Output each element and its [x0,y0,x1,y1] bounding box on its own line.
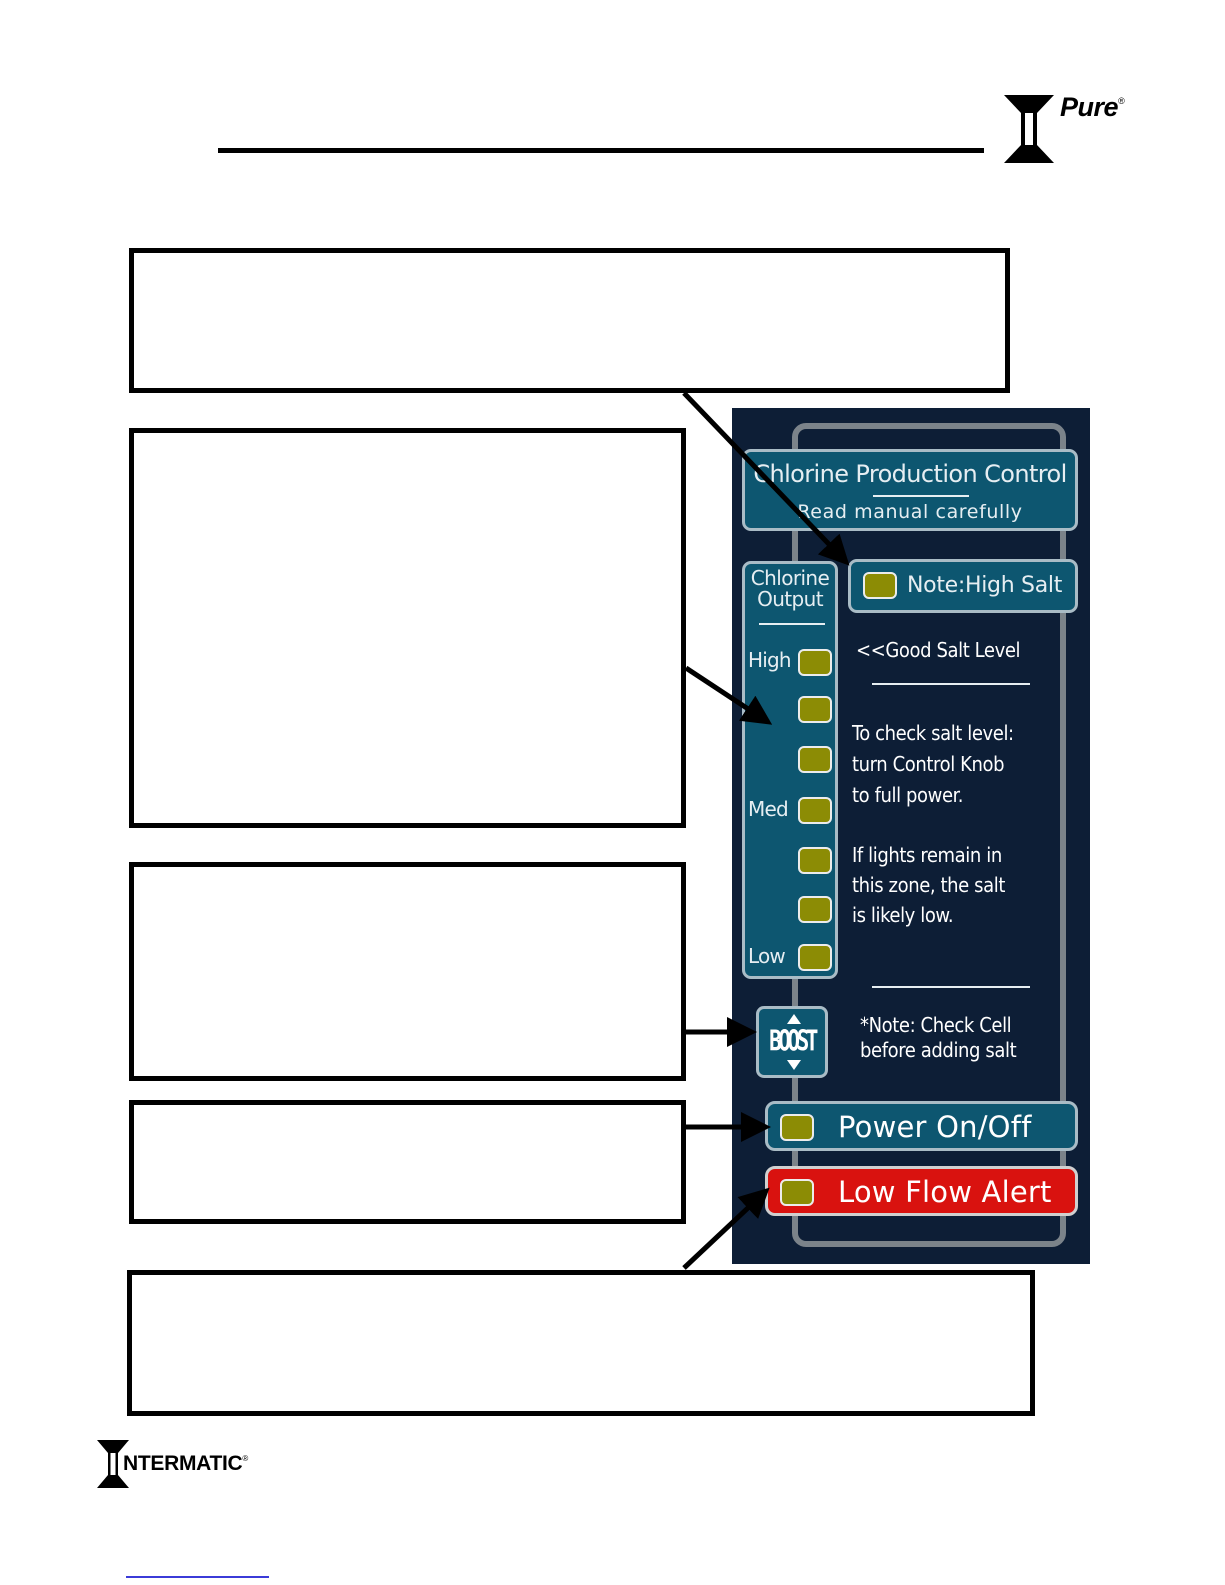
panel-subtitle: Read manual carefully [797,501,1023,523]
power-label: Power On/Off [838,1110,1032,1144]
good-salt-divider-bottom [872,986,1030,988]
output-led-3 [798,746,832,773]
salt-low-note: If lights remain in this zone, the salt … [852,843,1005,927]
control-panel: Chlorine Production Control Read manual … [732,408,1090,1264]
intermatic-logo: NTERMATIC® [97,1440,297,1490]
hourglass-i-logo-icon [1004,95,1054,163]
intermatic-i-logo-icon [97,1440,129,1488]
check-cell-note: *Note: Check Cell before adding salt [860,1013,1017,1062]
panel-title-divider [873,495,969,497]
low-flow-led [780,1179,814,1206]
panel-title: Chlorine Production Control [753,460,1067,488]
callout-box-high-salt [129,248,1010,393]
check-salt-instructions: To check salt level: turn Control Knob t… [852,721,1014,807]
power-button[interactable]: Power On/Off [765,1101,1078,1151]
good-salt-level-label: <<Good Salt Level [856,638,1021,662]
boost-button[interactable]: BOOST [756,1006,828,1078]
boost-down-arrow-icon [787,1060,801,1070]
output-label-high: High [748,648,792,672]
high-salt-led [863,572,897,599]
output-led-2 [798,696,832,723]
pure-brand: Pure® [1060,92,1125,122]
callout-box-boost [129,862,686,1081]
callout-box-chlorine-output [129,428,686,828]
callout-box-low-flow [127,1270,1035,1416]
intermatic-brand: NTERMATIC® [123,1452,249,1475]
output-label-med: Med [748,797,789,821]
boost-label: BOOST [769,1024,818,1058]
boost-up-arrow-icon [787,1014,801,1024]
low-flow-label: Low Flow Alert [838,1175,1052,1209]
output-label-low: Low [748,944,786,968]
chlorine-output-column: Chlorine Output High Med Low [742,561,838,979]
callout-box-power [129,1100,686,1224]
chlorine-output-divider [759,623,825,625]
pure-logo: Pure® [1004,92,1144,168]
chlorine-output-title: Chlorine Output [750,566,830,611]
output-led-5 [798,847,832,874]
output-led-6 [798,896,832,923]
output-led-7 [798,944,832,971]
power-led [780,1114,814,1141]
output-led-1 [798,649,832,676]
footer-link-underline[interactable] [126,1576,269,1578]
chlorine-production-control-header: Chlorine Production Control Read manual … [742,449,1078,531]
high-salt-label: Note:High Salt [907,573,1063,598]
header-rule [218,148,984,153]
good-salt-divider-top [872,683,1030,685]
low-flow-alert-indicator: Low Flow Alert [765,1166,1078,1216]
output-led-4 [798,797,832,824]
high-salt-indicator: Note:High Salt [848,559,1078,613]
